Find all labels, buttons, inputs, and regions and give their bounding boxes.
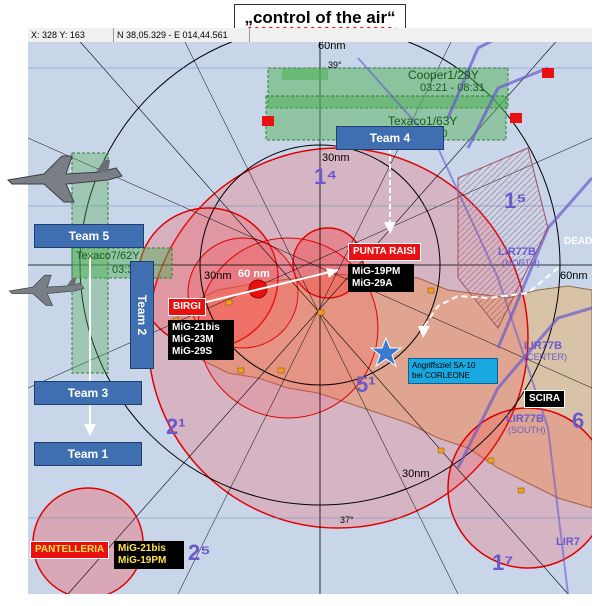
aircraft-type: MiG-21bis [172,322,220,333]
tactical-map[interactable]: 60nm 39° 30nm 30nm 60nm 30nm 37° Cooper1… [28,28,592,594]
dead-label: DEAD [564,236,592,247]
briefing-title: „control of the air“ [234,4,406,32]
distance-label: 60 nm [238,268,270,280]
airbase-aircraft-birgi: MiG-21bis MiG-23M MiG-29S [168,320,234,360]
sector-label-51: 5¹ [356,372,376,397]
airbase-label-birgi[interactable]: BIRGI [168,298,206,316]
threat-ring-punta [292,227,364,299]
ring-label-60nm-right: 60nm [560,270,588,282]
map-status-bar: X: 328 Y: 163 N 38,05.329 - E 014,44.561 [28,28,592,42]
aircraft-type: MiG-29A [352,278,393,289]
aircraft-type: MiG-19PM [352,266,401,277]
target-label[interactable]: Angriffsziel SA-10 bei CORLEONE [408,358,498,384]
ring-label-60nm-top: 60nm [318,40,346,52]
airspace-label-center-sub: (CENTER) [524,352,567,362]
airspace-label-north: LIR77B [498,246,536,258]
fighter-jet-icon [6,155,123,203]
sector-label-25: 2⁵ [188,540,211,565]
team2-box[interactable]: Team 2 [130,261,154,369]
lat-label-37: 37° [340,515,354,525]
sector-label-14: 1⁴ [314,164,338,189]
aircraft-type: MiG-29S [172,346,213,357]
sector-label-17: 1⁷ [492,550,514,575]
airbase-aircraft-punta-raisi: MiG-19PM MiG-29A [348,264,414,292]
ring-label-30nm-bottom: 30nm [402,468,430,480]
target-star-icon [369,336,403,368]
distance-arrow [189,269,339,307]
airspace-boundary [446,28,592,469]
lat-label-39: 39° [328,60,342,70]
sector-label-21: 2¹ [166,414,186,439]
aircraft-type: MiG-23M [172,334,214,345]
cursor-readout: X: 328 Y: 163 [28,28,114,42]
tanker-track-texaco7-zone [71,247,173,279]
team5-box[interactable]: Team 5 [34,224,144,248]
sector-label-6: 6 [572,408,585,433]
tanker-label-cooper-time: 03:21 - 08:31 [420,82,485,94]
map-canvas [28,28,592,594]
airspace-label-south: LIR77B [506,413,544,425]
airspace-label-south-sub: (SOUTH) [508,425,546,435]
tanker-label-texaco1: Texaco1/63Y [388,114,458,128]
coordinate-readout: N 38,05.329 - E 014,44.561 [114,28,250,42]
airspace-label-lir7: LIR7 [556,536,580,548]
airbase-aircraft-pantelleria: MiG-21bis MiG-19PM [114,541,184,569]
target-line2: bei CORLEONE [412,371,470,380]
airbase-label-punta-raisi[interactable]: PUNTA RAISI [348,243,421,261]
team1-box[interactable]: Team 1 [34,442,142,466]
tanker-label-cooper: Cooper1/29Y [408,68,479,82]
airspace-label-center: LIR77B [524,340,562,352]
ring-label-30nm-top: 30nm [322,152,350,164]
sector-label-15: 1⁵ [504,188,527,213]
restricted-area [457,147,549,329]
team4-box[interactable]: Team 4 [336,126,444,150]
team3-box[interactable]: Team 3 [34,381,142,405]
tanker-label-texaco7: Texaco7/62Y [76,250,140,262]
airspace-label-north-sub: (NORTH) [502,258,540,268]
ring-label-30nm-left: 30nm [204,270,232,282]
aircraft-type: MiG-19PM [118,555,167,566]
fighter-jet-icon-small [8,274,85,306]
target-line1: Angriffsziel SA-10 [412,361,476,370]
airbase-label-pantelleria[interactable]: PANTELLERIA [30,541,110,559]
aircraft-type: MiG-21bis [118,543,166,554]
airbase-label-scira[interactable]: SCIRA [524,390,566,408]
dead-route [422,267,559,329]
